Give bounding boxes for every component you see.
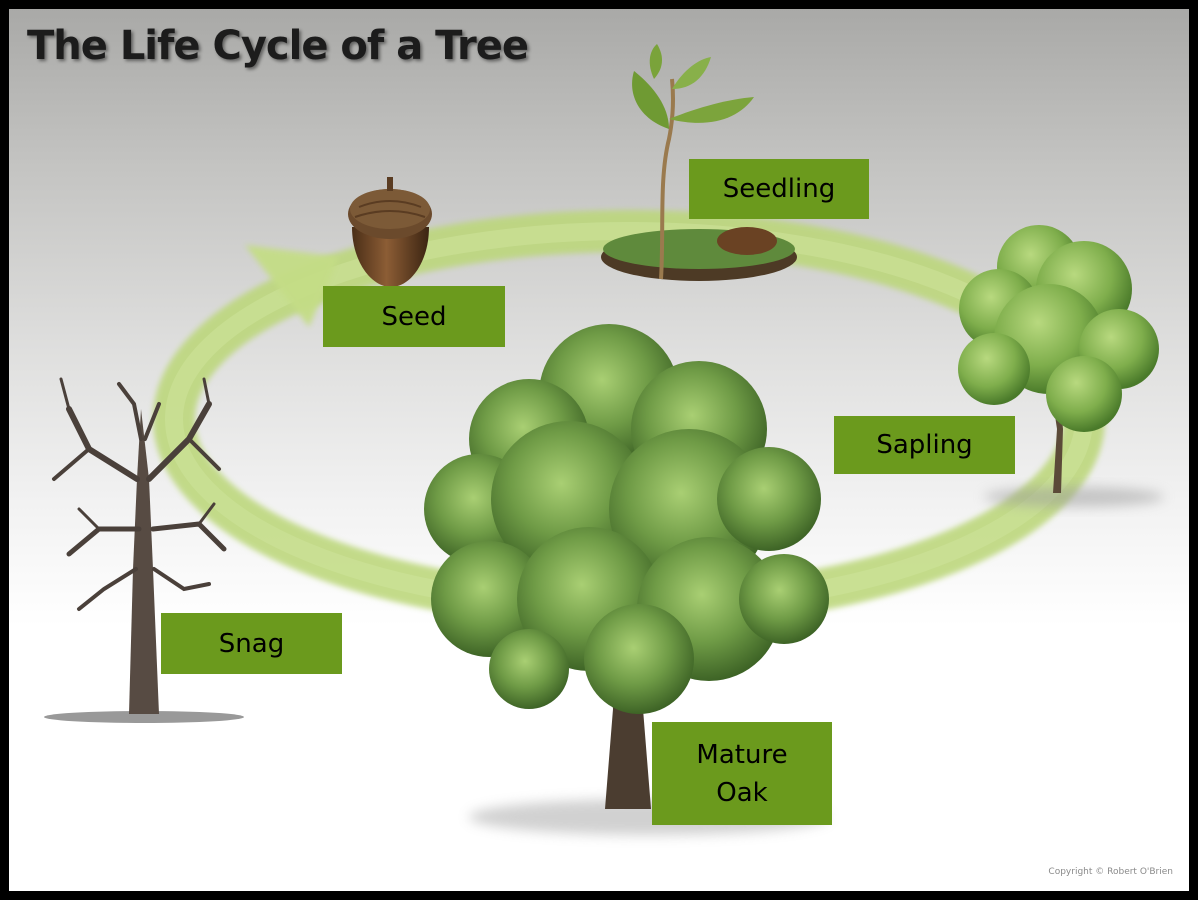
stage-label-seedling: Seedling: [689, 159, 869, 219]
life-cycle-illustration: [44, 44, 1164, 835]
diagram-title: The Life Cycle of a Tree: [27, 23, 529, 69]
seedling-icon: [601, 44, 797, 281]
acorn-icon: [348, 177, 432, 287]
stage-label-sapling: Sapling: [834, 416, 1015, 474]
copyright-notice: Copyright © Robert O'Brien: [1048, 867, 1173, 877]
sapling-tree-icon: [958, 225, 1164, 507]
dead-tree-icon: [44, 377, 244, 723]
oak-tree-icon: [424, 324, 829, 835]
stage-label-mature-oak: Mature Oak: [652, 722, 832, 825]
stage-label-snag: Snag: [161, 613, 342, 674]
stage-label-seed: Seed: [323, 286, 505, 347]
stage-label-mature-oak-text: Mature Oak: [696, 739, 788, 808]
